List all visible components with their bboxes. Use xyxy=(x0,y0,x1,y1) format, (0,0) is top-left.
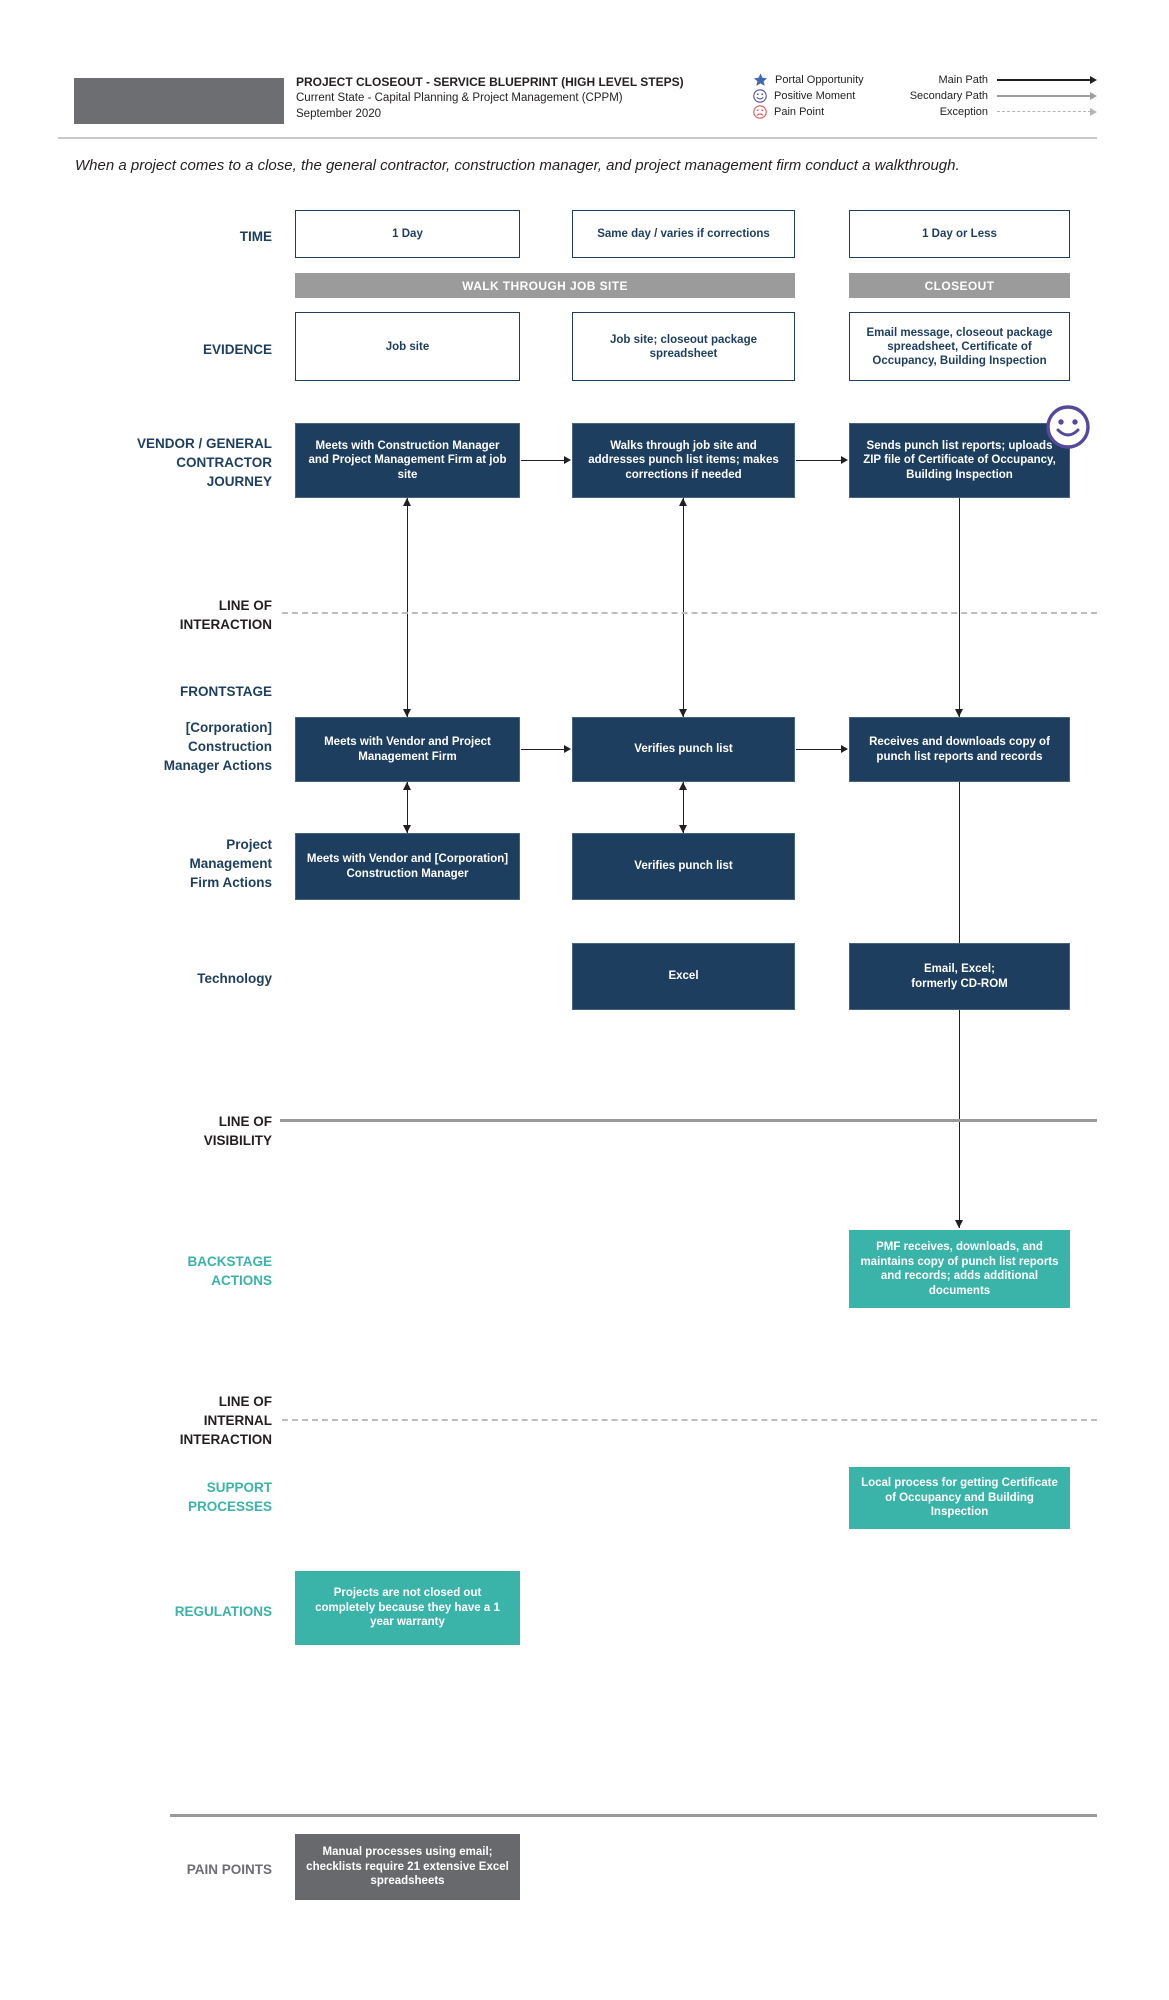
legend-label: Exception xyxy=(939,106,988,118)
two-way-arrow xyxy=(403,782,412,833)
legend-pain-point: Pain Point xyxy=(753,104,824,120)
row-label-pain-points: PAIN POINTS xyxy=(186,1862,272,1877)
pmf-step-1: Meets with Vendor and [Corporation] Cons… xyxy=(295,833,520,900)
support-process-step: Local process for getting Certificate of… xyxy=(849,1467,1070,1529)
legend-label: Positive Moment xyxy=(774,90,856,102)
sad-face-icon xyxy=(753,105,767,119)
two-way-arrow xyxy=(679,498,688,717)
row-label-frontstage: FRONTSTAGE xyxy=(180,684,272,699)
header-divider xyxy=(58,137,1097,139)
legend-secondary-path: Secondary Path xyxy=(847,88,1097,104)
row-label-pmf-actions: Project Management Firm Actions xyxy=(189,837,272,890)
cm-step-2: Verifies punch list xyxy=(572,717,795,782)
cm-step-3: Receives and downloads copy of punch lis… xyxy=(849,717,1070,782)
phase-bar-walkthrough: WALK THROUGH JOB SITE xyxy=(295,273,795,298)
legend-positive-moment: Positive Moment xyxy=(753,88,855,104)
legend-portal-opportunity: Portal Opportunity xyxy=(753,72,864,88)
backstage-step: PMF receives, downloads, and maintains c… xyxy=(849,1230,1070,1308)
technology-cell-2: Email, Excel; formerly CD-ROM xyxy=(849,943,1070,1010)
vendor-step-3: Sends punch list reports; uploads ZIP fi… xyxy=(849,423,1070,498)
line-of-internal-interaction xyxy=(282,1419,1097,1421)
row-label-cm-actions: [Corporation] Construction Manager Actio… xyxy=(163,720,272,773)
vendor-step-1: Meets with Construction Manager and Proj… xyxy=(295,423,520,498)
main-path-arrow xyxy=(796,745,848,754)
row-label-line-of-internal-interaction: LINE OF INTERNAL INTERACTION xyxy=(179,1394,272,1447)
page-subtitle: Current State - Capital Planning & Proje… xyxy=(296,92,623,104)
time-cell-3: 1 Day or Less xyxy=(849,210,1070,258)
positive-moment-icon xyxy=(1044,403,1092,451)
line-of-visibility xyxy=(280,1119,1097,1122)
bottom-divider xyxy=(170,1814,1097,1817)
secondary-path-arrow-sample xyxy=(997,91,1097,101)
regulations-note: Projects are not closed out completely b… xyxy=(295,1571,520,1645)
cm-step-1: Meets with Vendor and Project Management… xyxy=(295,717,520,782)
exception-path-arrow-sample xyxy=(997,107,1097,117)
evidence-cell-2: Job site; closeout package spreadsheet xyxy=(572,312,795,381)
row-label-technology: Technology xyxy=(197,971,272,986)
row-label-support-processes: SUPPORT PROCESSES xyxy=(187,1480,272,1514)
smiley-icon xyxy=(753,89,767,103)
row-label-line-of-interaction: LINE OF INTERACTION xyxy=(179,598,272,632)
main-path-arrow xyxy=(521,456,571,465)
pain-point-note: Manual processes using email; checklists… xyxy=(295,1834,520,1900)
pmf-step-2: Verifies punch list xyxy=(572,833,795,900)
legend-exception-path: Exception xyxy=(847,104,1097,120)
down-arrow xyxy=(955,498,964,717)
main-path-arrow xyxy=(521,745,571,754)
page-title: PROJECT CLOSEOUT - SERVICE BLUEPRINT (HI… xyxy=(296,75,684,89)
line-of-interaction xyxy=(282,612,1097,614)
vendor-step-2: Walks through job site and addresses pun… xyxy=(572,423,795,498)
row-label-regulations: REGULATIONS xyxy=(174,1604,272,1619)
row-label-line-of-visibility: LINE OF VISIBILITY xyxy=(203,1114,272,1148)
legend-label: Secondary Path xyxy=(909,90,988,102)
row-label-evidence: EVIDENCE xyxy=(202,342,272,357)
row-label-vendor-journey: VENDOR / GENERAL CONTRACTOR JOURNEY xyxy=(136,436,272,489)
main-path-arrow-sample xyxy=(997,75,1097,85)
two-way-arrow xyxy=(403,498,412,717)
row-label-backstage-actions: BACKSTAGE ACTIONS xyxy=(187,1254,272,1288)
legend-label: Main Path xyxy=(938,74,988,86)
legend-label: Portal Opportunity xyxy=(775,74,864,86)
phase-bar-closeout: CLOSEOUT xyxy=(849,273,1070,298)
logo-placeholder xyxy=(74,78,284,124)
time-cell-1: 1 Day xyxy=(295,210,520,258)
evidence-cell-3: Email message, closeout package spreadsh… xyxy=(849,312,1070,381)
intro-text: When a project comes to a close, the gen… xyxy=(75,157,960,174)
technology-cell-1: Excel xyxy=(572,943,795,1010)
legend-main-path: Main Path xyxy=(847,72,1097,88)
legend-label: Pain Point xyxy=(774,106,825,118)
main-path-arrow xyxy=(796,456,848,465)
two-way-arrow xyxy=(679,782,688,833)
evidence-cell-1: Job site xyxy=(295,312,520,381)
header: PROJECT CLOSEOUT - SERVICE BLUEPRINT (HI… xyxy=(296,74,766,122)
row-label-time: TIME xyxy=(239,229,272,244)
star-icon xyxy=(753,73,768,86)
page-date: September 2020 xyxy=(296,108,382,120)
time-cell-2: Same day / varies if corrections xyxy=(572,210,795,258)
